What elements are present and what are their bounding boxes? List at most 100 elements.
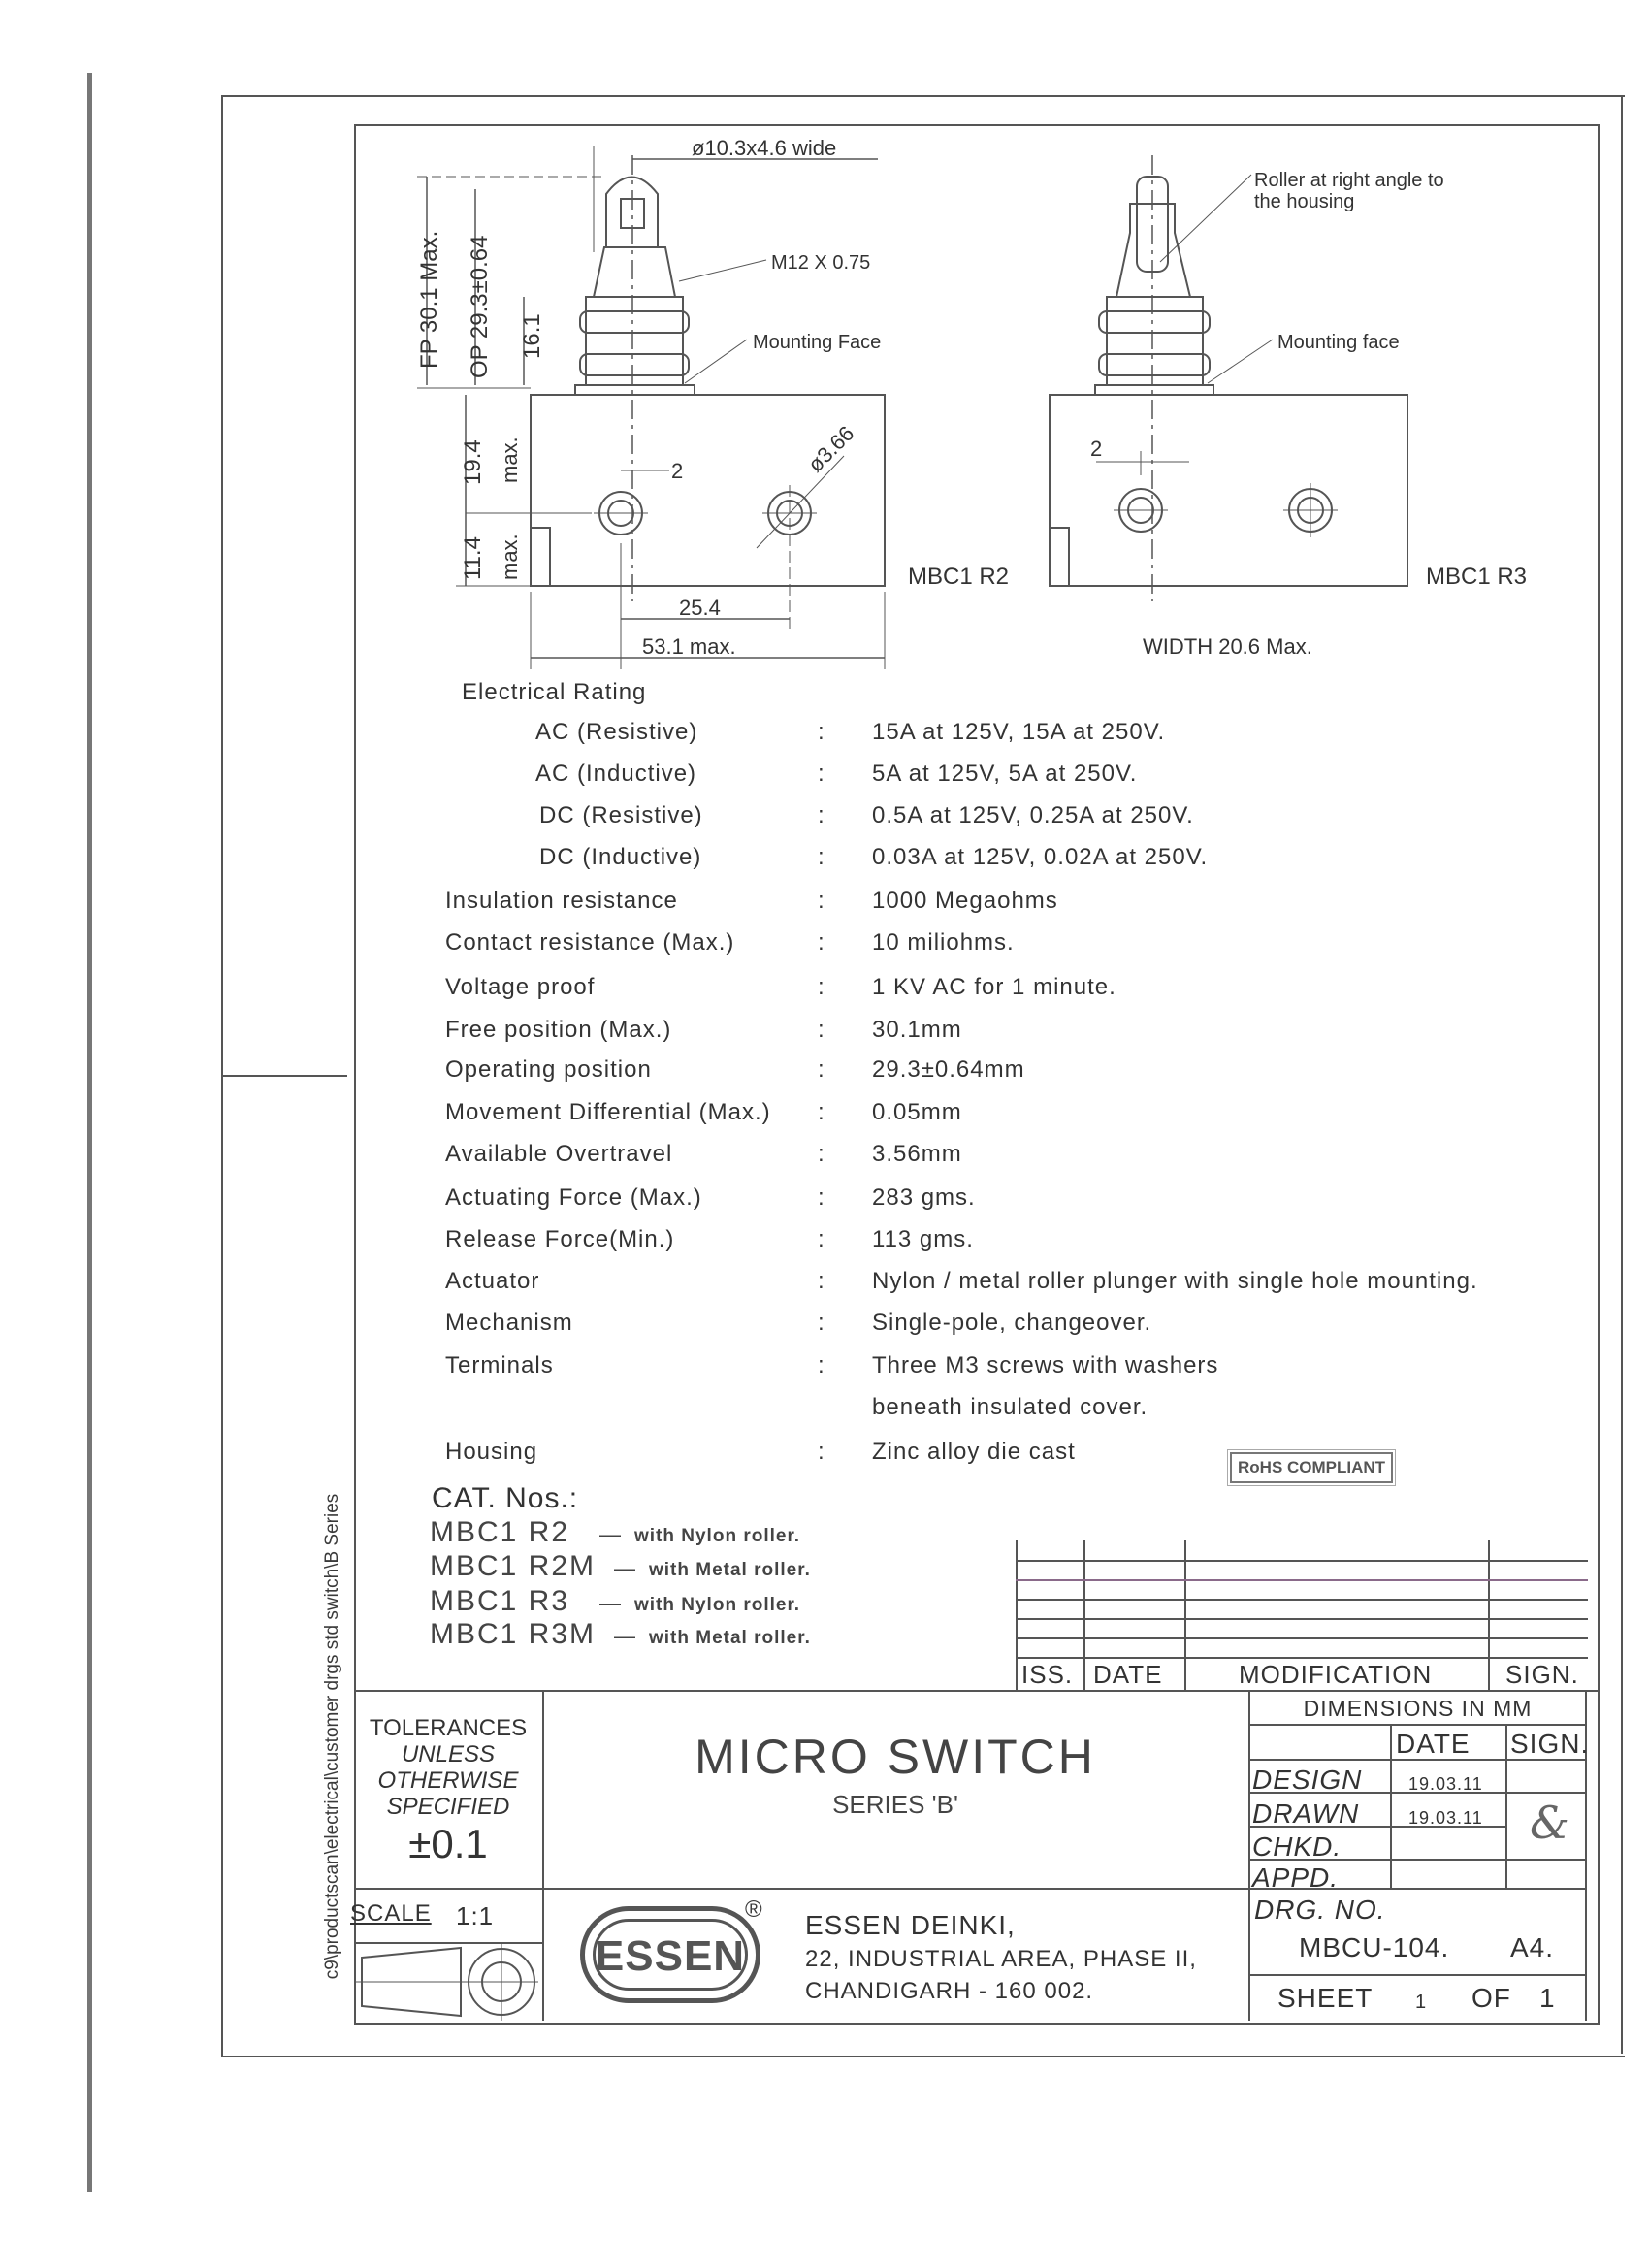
- length-dim: 53.1 max.: [642, 634, 736, 659]
- address-line-1: 22, INDUSTRIAL AREA, PHASE II,: [805, 1946, 1197, 1972]
- spec-label: DC (Resistive): [539, 802, 703, 828]
- height-top-max: max.: [498, 437, 522, 483]
- plunger: [1116, 203, 1191, 298]
- view-label-r3: MBC1 R3: [1426, 564, 1527, 590]
- spec-colon: :: [818, 1310, 825, 1336]
- spec-value: Nylon / metal roller plunger with single…: [872, 1268, 1478, 1294]
- roller-note: Roller at right angle to: [1254, 170, 1444, 191]
- spec-colon: :: [818, 802, 825, 828]
- hole-spacing-dim: 25.4: [679, 596, 721, 620]
- spec-colon: :: [818, 1099, 825, 1125]
- tolerances-block: TOLERANCES UNLESS OTHERWISE SPECIFIED ±0…: [354, 1715, 542, 1868]
- rev-header-date: DATE: [1093, 1660, 1163, 1689]
- outer-border-right: [1621, 95, 1623, 2054]
- approval-role: CHKD.: [1252, 1831, 1342, 1862]
- tolerances-specified: SPECIFIED: [386, 1794, 510, 1820]
- spec-value: Three M3 screws with washers: [872, 1352, 1219, 1378]
- spec-label: AC (Inductive): [535, 761, 697, 787]
- catalog-item: MBC1 R2 — with Nylon roller.: [430, 1516, 800, 1549]
- hex-nut: [579, 353, 690, 376]
- spec-value: 1000 Megaohms: [872, 888, 1058, 914]
- rev-header-modification: MODIFICATION: [1239, 1660, 1433, 1689]
- spec-value: beneath insulated cover.: [872, 1394, 1148, 1420]
- address-line-2: CHANDIGARH - 160 002.: [805, 1978, 1094, 2004]
- plunger: [593, 246, 676, 298]
- spec-label: Housing: [445, 1439, 538, 1465]
- spec-value: 5A at 125V, 5A at 250V.: [872, 761, 1138, 787]
- registered-mark: ®: [745, 1896, 762, 1923]
- dimensions-note: DIMENSIONS IN MM: [1303, 1696, 1533, 1721]
- spec-label: Actuating Force (Max.): [445, 1184, 702, 1211]
- inner-frame: [354, 124, 1600, 2025]
- spec-label: Insulation resistance: [445, 888, 678, 914]
- spec-colon: :: [818, 1184, 825, 1211]
- height-bottom-dim: 11.4: [460, 536, 486, 580]
- spec-colon: :: [818, 719, 825, 745]
- approval-role: DESIGN: [1252, 1765, 1363, 1795]
- catalog-desc: with Metal roller.: [649, 1628, 811, 1648]
- spec-value: 113 gms.: [872, 1226, 974, 1252]
- spec-colon: :: [818, 1226, 825, 1252]
- tolerance-value: ±0.1: [408, 1821, 488, 1866]
- tolerances-label: TOLERANCES: [369, 1715, 528, 1741]
- approval-date: 19.03.11: [1408, 1808, 1483, 1828]
- catalog-code: MBC1 R2: [430, 1516, 570, 1548]
- spec-label: Mechanism: [445, 1310, 573, 1336]
- hole-dia-dim: ø3.66: [803, 421, 858, 476]
- mounting-face-callout: Mounting face: [1277, 332, 1400, 353]
- offset-dim: 2: [671, 459, 683, 483]
- catalog-desc: with Nylon roller.: [634, 1595, 801, 1615]
- mounting-flange: [574, 384, 695, 396]
- height-bottom-max: max.: [498, 534, 522, 580]
- catalog-item: MBC1 R3—with Nylon roller.: [430, 1585, 800, 1618]
- company-name: ESSEN DEINKI,: [805, 1910, 1016, 1940]
- rev-header-iss: ISS.: [1021, 1660, 1074, 1689]
- fp-dim: FP 30.1 Max.: [416, 231, 442, 369]
- catalog-dash: —: [599, 1522, 621, 1546]
- height-top-dim: 19.4: [460, 439, 486, 485]
- spec-value: Zinc alloy die cast: [872, 1439, 1076, 1465]
- spec-label: Terminals: [445, 1352, 554, 1378]
- terminal-cover: [1049, 527, 1070, 587]
- catalog-item: MBC1 R2M—with Metal roller.: [430, 1550, 811, 1583]
- tolerances-unless: UNLESS: [401, 1741, 496, 1767]
- spec-colon: :: [818, 1017, 825, 1043]
- spec-label: Movement Differential (Max.): [445, 1099, 771, 1125]
- spec-value: 0.5A at 125V, 0.25A at 250V.: [872, 802, 1194, 828]
- rev-header-sign: SIGN.: [1505, 1660, 1579, 1689]
- roller-head: [605, 176, 659, 248]
- spec-colon: :: [818, 888, 825, 914]
- catalog-desc: with Nylon roller.: [634, 1526, 801, 1546]
- spec-colon: :: [818, 974, 825, 1000]
- drawing-title: MICRO SWITCH: [695, 1730, 1096, 1784]
- switch-body: [530, 394, 886, 587]
- spec-colon: :: [818, 1268, 825, 1294]
- electrical-rating-heading: Electrical Rating: [462, 679, 647, 705]
- divider: [542, 1690, 544, 2021]
- mounting-flange: [1094, 384, 1214, 396]
- revision-table: ISS. DATE MODIFICATION SIGN.: [1016, 1540, 1588, 1690]
- sheet-total: 1: [1539, 1983, 1556, 2013]
- rohs-badge: RoHS COMPLIANT: [1226, 1449, 1397, 1486]
- spec-label: DC (Inductive): [539, 844, 702, 870]
- roller-dim: ø10.3x4.6 wide: [692, 136, 836, 160]
- spec-label: Free position (Max.): [445, 1017, 672, 1043]
- catalog-dash: —: [614, 1556, 635, 1580]
- file-path: c9\productscan\electrical\customer drgs …: [322, 1493, 342, 1980]
- catalog-dash: —: [614, 1624, 635, 1648]
- tolerances-otherwise: OTHERWISE: [377, 1767, 519, 1794]
- spec-label: Actuator: [445, 1268, 540, 1294]
- left-view: ø10.3x4.6 wide M12 X 0.75 Mounting Face …: [416, 136, 1009, 669]
- spec-value: Single-pole, changeover.: [872, 1310, 1152, 1336]
- barrel-dim: 16.1: [519, 313, 545, 359]
- sheet-label: SHEET: [1277, 1983, 1374, 2013]
- spec-label: Operating position: [445, 1056, 652, 1083]
- spec-label: Release Force(Min.): [445, 1226, 675, 1252]
- margin-tick: [221, 1075, 347, 1077]
- threaded-barrel: [1106, 296, 1204, 386]
- hex-nut: [1098, 353, 1211, 376]
- projection-symbol: [354, 1944, 538, 2021]
- spec-colon: :: [818, 1141, 825, 1167]
- of-label: OF: [1471, 1983, 1511, 2013]
